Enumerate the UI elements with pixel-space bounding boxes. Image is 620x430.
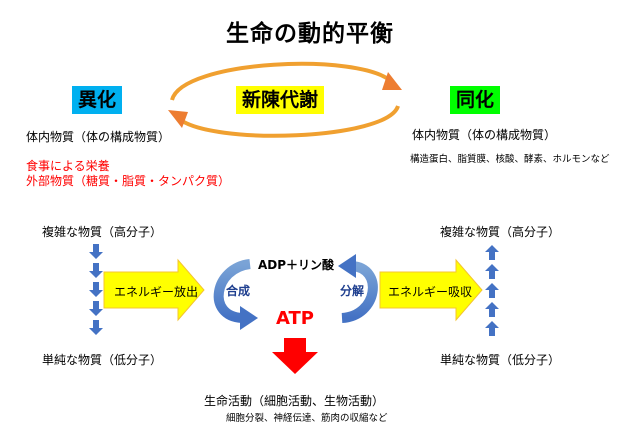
life-activity-examples: 細胞分裂、神経伝達、筋肉の収縮など bbox=[226, 413, 388, 424]
catabolism-down-arrows bbox=[89, 244, 103, 335]
life-activity-text: 生命活動（細胞活動、生物活動） bbox=[204, 394, 385, 408]
anabolism-body-material: 体内物質（体の構成物質） bbox=[412, 128, 557, 142]
anabolism-label: 同化 bbox=[450, 86, 501, 114]
atp-label: ATP bbox=[276, 308, 315, 329]
page-title: 生命の動的平衡 bbox=[226, 21, 394, 47]
decomposition-label: 分解 bbox=[340, 284, 365, 298]
anabolism-examples: 構造蛋白、脂質膜、核酸、酵素、ホルモンなど bbox=[410, 154, 610, 165]
catabolism-label: 異化 bbox=[72, 86, 123, 114]
metabolism-cycle-arrows bbox=[168, 61, 402, 138]
atp-down-arrow bbox=[272, 338, 318, 374]
energy-absorb-label: エネルギー吸収 bbox=[388, 285, 473, 299]
external-material-text: 外部物質（糖質・脂質・タンパク質） bbox=[26, 174, 231, 188]
synthesis-label: 合成 bbox=[226, 284, 251, 298]
anabolism-up-arrows bbox=[485, 245, 499, 336]
energy-release-arrow bbox=[103, 258, 205, 322]
energy-release-label: エネルギー放出 bbox=[114, 285, 199, 299]
anabolism-complex-label: 複雑な物質（高分子） bbox=[440, 225, 561, 239]
decomposition-curved-arrow bbox=[338, 254, 378, 323]
catabolism-simple-label: 単純な物質（低分子） bbox=[42, 353, 163, 367]
synthesis-curved-arrow bbox=[213, 259, 258, 330]
catabolism-body-material: 体内物質（体の構成物質） bbox=[26, 130, 171, 144]
adp-phosphate-label: ADP＋リン酸 bbox=[258, 258, 335, 272]
anabolism-simple-label: 単純な物質（低分子） bbox=[440, 353, 561, 367]
catabolism-complex-label: 複雑な物質（高分子） bbox=[42, 225, 163, 239]
energy-absorb-arrow bbox=[379, 258, 483, 322]
food-nutrition-text: 食事による栄養 bbox=[26, 159, 110, 173]
metabolism-label: 新陳代謝 bbox=[236, 86, 325, 114]
